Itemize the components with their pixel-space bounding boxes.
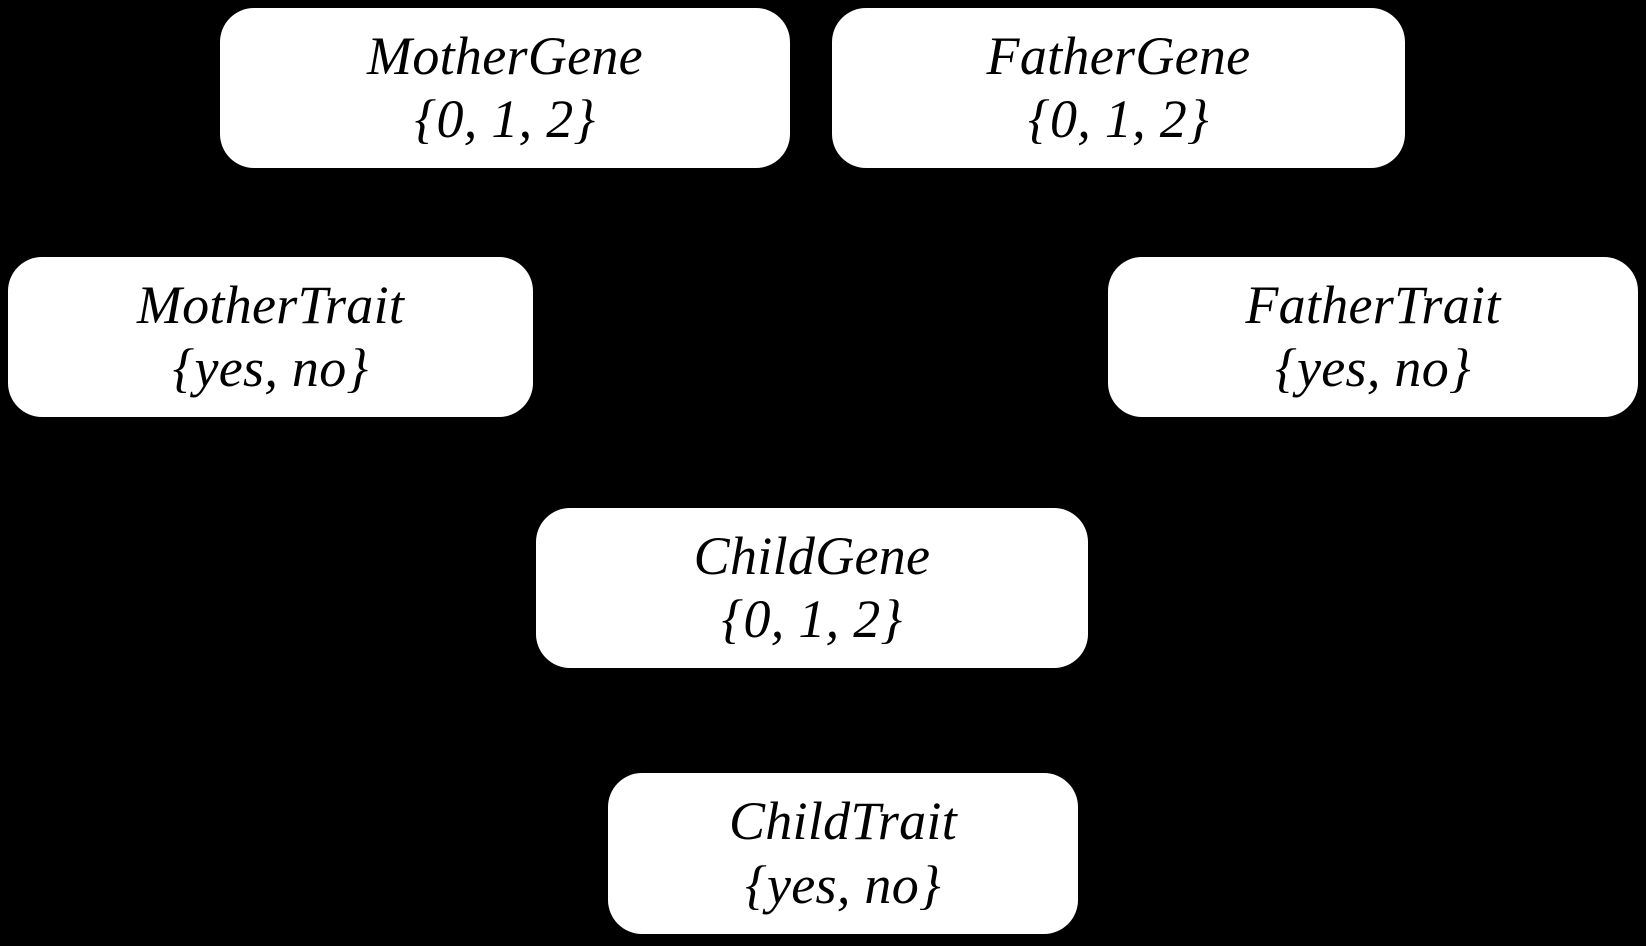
node-father-trait[interactable]: FatherTrait {yes, no} — [1108, 257, 1638, 417]
node-mother-trait[interactable]: MotherTrait {yes, no} — [8, 257, 533, 417]
node-mother-trait-domain: {yes, no} — [172, 338, 369, 398]
node-mother-gene[interactable]: MotherGene {0, 1, 2} — [220, 8, 790, 168]
node-father-trait-domain: {yes, no} — [1275, 338, 1471, 398]
node-child-gene[interactable]: ChildGene {0, 1, 2} — [536, 508, 1088, 668]
node-mother-gene-label: MotherGene — [367, 25, 643, 86]
node-mother-trait-label: MotherTrait — [136, 274, 405, 335]
node-mother-gene-domain: {0, 1, 2} — [414, 89, 596, 149]
node-father-gene[interactable]: FatherGene {0, 1, 2} — [832, 8, 1405, 168]
node-father-gene-label: FatherGene — [986, 25, 1251, 86]
node-child-gene-domain: {0, 1, 2} — [721, 589, 903, 649]
node-child-gene-label: ChildGene — [693, 525, 931, 586]
node-father-trait-label: FatherTrait — [1245, 274, 1501, 335]
node-child-trait-domain: {yes, no} — [745, 854, 941, 915]
node-child-trait[interactable]: ChildTrait {yes, no} — [608, 773, 1078, 934]
node-father-gene-domain: {0, 1, 2} — [1028, 89, 1209, 149]
node-child-trait-label: ChildTrait — [728, 791, 958, 852]
